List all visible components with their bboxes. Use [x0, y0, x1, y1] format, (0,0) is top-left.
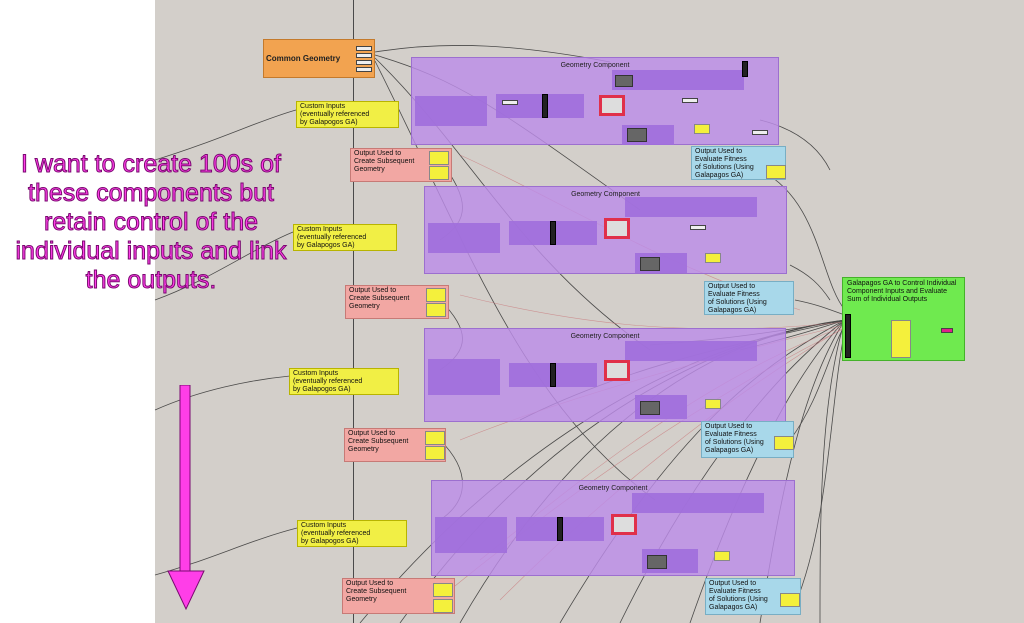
geometry-component-group[interactable]: Geometry Component: [411, 57, 779, 145]
output-fitness-label: Output Used to Evaluate Fitness of Solut…: [709, 580, 768, 611]
panel-node[interactable]: [714, 551, 730, 561]
common-geometry-group[interactable]: Common Geometry: [263, 39, 375, 78]
custom-inputs-label: Custom Inputs (eventually referenced by …: [297, 226, 367, 249]
sub-cluster: [428, 223, 500, 253]
component-node[interactable]: [542, 94, 548, 118]
galapagos-input-bar[interactable]: [845, 314, 851, 358]
down-arrow-icon: [167, 385, 205, 611]
common-geometry-label: Common Geometry: [266, 54, 341, 63]
sub-cluster: [612, 70, 744, 90]
node-port[interactable]: [502, 100, 518, 105]
custom-inputs-group[interactable]: Custom Inputs (eventually referenced by …: [296, 101, 399, 128]
sub-cluster: [632, 493, 764, 513]
output-port[interactable]: [356, 46, 372, 51]
output-port[interactable]: [356, 53, 372, 58]
output-subsequent-group[interactable]: Output Used to Create Subsequent Geometr…: [345, 285, 449, 319]
fitness-panel[interactable]: [780, 593, 800, 607]
component-node[interactable]: [557, 517, 563, 541]
component-node[interactable]: [640, 257, 660, 271]
fitness-panel[interactable]: [774, 436, 794, 450]
output-port[interactable]: [356, 67, 372, 72]
output-fitness-group[interactable]: Output Used to Evaluate Fitness of Solut…: [705, 578, 801, 615]
output-fitness-label: Output Used to Evaluate Fitness of Solut…: [708, 283, 767, 314]
geometry-component-title: Geometry Component: [571, 191, 640, 198]
sub-cluster: [428, 359, 500, 395]
output-fitness-group[interactable]: Output Used to Evaluate Fitness of Solut…: [691, 146, 786, 180]
custom-inputs-group[interactable]: Custom Inputs (eventually referenced by …: [289, 368, 399, 395]
output-fitness-group[interactable]: Output Used to Evaluate Fitness of Solut…: [701, 421, 794, 458]
output-panel[interactable]: [425, 431, 445, 445]
custom-inputs-group[interactable]: Custom Inputs (eventually referenced by …: [293, 224, 397, 251]
selected-component[interactable]: [604, 218, 630, 239]
output-subsequent-group[interactable]: Output Used to Create Subsequent Geometr…: [344, 428, 446, 462]
fitness-panel[interactable]: [766, 165, 786, 179]
output-subsequent-label: Output Used to Create Subsequent Geometr…: [349, 287, 410, 310]
geometry-component-title: Geometry Component: [578, 485, 648, 492]
sub-cluster: [435, 517, 507, 553]
galapagos-solver[interactable]: [891, 320, 911, 358]
selected-component[interactable]: [611, 514, 637, 535]
output-panel[interactable]: [433, 599, 453, 613]
selected-component[interactable]: [599, 95, 625, 116]
galapagos-label: Galapagos GA to Control Individual Compo…: [847, 280, 957, 303]
geometry-component-group[interactable]: Geometry Component: [431, 480, 795, 576]
custom-inputs-label: Custom Inputs (eventually referenced by …: [300, 103, 370, 126]
node-port[interactable]: [682, 98, 698, 103]
selected-component[interactable]: [604, 360, 630, 381]
output-subsequent-label: Output Used to Create Subsequent Geometr…: [346, 580, 407, 603]
output-panel[interactable]: [433, 583, 453, 597]
output-panel[interactable]: [425, 446, 445, 460]
panel-node[interactable]: [705, 399, 721, 409]
component-node[interactable]: [550, 363, 556, 387]
geometry-component-title: Geometry Component: [560, 62, 630, 69]
component-node[interactable]: [550, 221, 556, 245]
output-panel[interactable]: [426, 288, 446, 302]
output-panel[interactable]: [429, 166, 449, 180]
output-fitness-label: Output Used to Evaluate Fitness of Solut…: [695, 148, 754, 179]
galapagos-output[interactable]: [941, 328, 953, 333]
sub-cluster: [625, 341, 757, 361]
output-subsequent-label: Output Used to Create Subsequent Geometr…: [354, 150, 415, 173]
sub-cluster: [496, 94, 584, 118]
output-panel[interactable]: [429, 151, 449, 165]
component-node[interactable]: [640, 401, 660, 415]
panel-node[interactable]: [705, 253, 721, 263]
geometry-component-title: Geometry Component: [570, 333, 640, 340]
output-fitness-group[interactable]: Output Used to Evaluate Fitness of Solut…: [704, 281, 794, 315]
component-node[interactable]: [647, 555, 667, 569]
component-node[interactable]: [615, 75, 633, 87]
panel-node[interactable]: [694, 124, 710, 134]
sub-cluster: [415, 96, 487, 126]
annotation-text: I want to create 100s of these component…: [15, 150, 287, 295]
node-port[interactable]: [690, 225, 706, 230]
galapagos-group[interactable]: Galapagos GA to Control Individual Compo…: [842, 277, 965, 361]
left-margin: [0, 0, 155, 623]
custom-inputs-label: Custom Inputs (eventually referenced by …: [301, 522, 371, 545]
output-panel[interactable]: [426, 303, 446, 317]
geometry-component-group[interactable]: Geometry Component: [424, 186, 787, 274]
output-subsequent-group[interactable]: Output Used to Create Subsequent Geometr…: [342, 578, 455, 614]
output-subsequent-label: Output Used to Create Subsequent Geometr…: [348, 430, 409, 453]
output-subsequent-group[interactable]: Output Used to Create Subsequent Geometr…: [350, 148, 452, 182]
geometry-component-group[interactable]: Geometry Component: [424, 328, 786, 422]
component-node[interactable]: [742, 61, 748, 77]
node-port[interactable]: [752, 130, 768, 135]
custom-inputs-label: Custom Inputs (eventually referenced by …: [293, 370, 363, 393]
output-port[interactable]: [356, 60, 372, 65]
sub-cluster: [625, 197, 757, 217]
output-fitness-label: Output Used to Evaluate Fitness of Solut…: [705, 423, 764, 454]
custom-inputs-group[interactable]: Custom Inputs (eventually referenced by …: [297, 520, 407, 547]
component-node[interactable]: [627, 128, 647, 142]
